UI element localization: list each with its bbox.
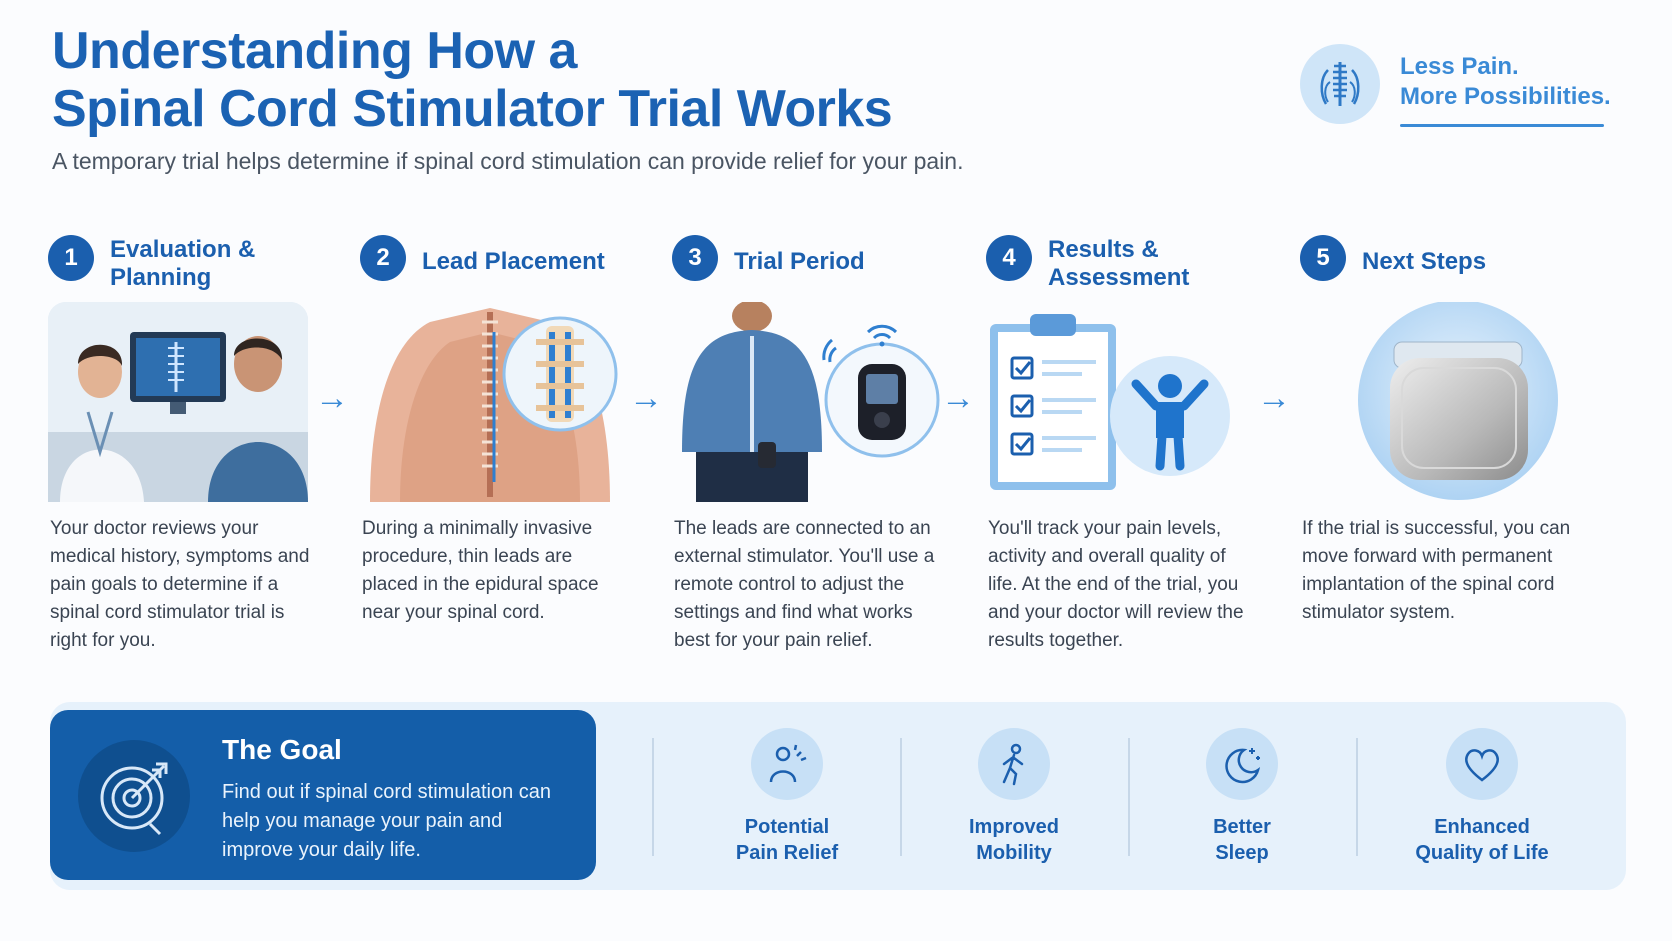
page-title: Understanding How a Spinal Cord Stimulat… xyxy=(52,22,893,138)
benefit-sleep: Better Sleep xyxy=(1132,728,1352,878)
benefit-label: Improved Mobility xyxy=(904,814,1124,866)
benefit-label-line: Sleep xyxy=(1215,842,1269,864)
step-title: Trial Period xyxy=(734,248,865,275)
step-description: Your doctor reviews your medical history… xyxy=(50,518,310,651)
step-evaluation: 1 Evaluation & Planning Yo xyxy=(48,225,318,665)
benefit-label-line: Enhanced xyxy=(1434,816,1530,838)
benefit-label: Better Sleep xyxy=(1132,814,1352,866)
step-header: 5 Next Steps xyxy=(1300,230,1590,290)
arrow-right-icon: → xyxy=(629,379,663,417)
divider xyxy=(1356,738,1358,856)
person-pain-icon xyxy=(751,728,823,800)
step-header: 3 Trial Period xyxy=(672,230,962,290)
step-lead-placement: 2 Lead Placement During a minimally inva… xyxy=(360,225,630,665)
divider xyxy=(1128,738,1130,856)
benefit-label-line: Improved xyxy=(968,816,1060,838)
benefit-mobility: Improved Mobility xyxy=(904,728,1124,878)
benefit-quality-of-life: Enhanced Quality of Life xyxy=(1372,728,1592,878)
benefit-label-line: Quality of Life xyxy=(1415,842,1549,864)
benefit-label: Enhanced Quality of Life xyxy=(1372,814,1592,866)
benefit-label-line: Pain Relief xyxy=(735,842,839,864)
step-next-steps: 5 Next Steps xyxy=(1300,225,1570,665)
benefit-label-line: Potential xyxy=(744,816,830,838)
external-stimulator-illustration xyxy=(672,300,940,502)
heart-icon xyxy=(1446,728,1518,800)
goal-title: The Goal xyxy=(222,734,342,765)
divider xyxy=(900,738,902,856)
walking-icon xyxy=(978,728,1050,800)
brand-tagline: Less Pain. More Possibilities. xyxy=(1300,40,1620,140)
doctor-consultation-illustration xyxy=(48,302,308,502)
step-number-badge: 5 xyxy=(1300,235,1346,281)
title-line-1: Understanding How a xyxy=(52,22,577,80)
step-header: 1 Evaluation & Planning xyxy=(48,230,338,291)
divider xyxy=(652,738,654,856)
step-header: 4 Results & Assessment xyxy=(986,230,1276,291)
step-description: During a minimally invasive procedure, t… xyxy=(362,518,599,623)
step-trial-period: 3 Trial Period The leads are connected t… xyxy=(672,225,942,665)
brand-line-2: More Possibilities. xyxy=(1400,83,1611,110)
spine-lead-illustration xyxy=(360,302,620,502)
brand-text: Less Pain. More Possibilities. xyxy=(1400,52,1611,112)
arrow-right-icon: → xyxy=(1257,379,1291,417)
implant-device-illustration xyxy=(1300,300,1560,502)
step-number-badge: 3 xyxy=(672,235,718,281)
benefit-label: Potential Pain Relief xyxy=(677,814,897,866)
step-results-assessment: 4 Results & Assessment You xyxy=(986,225,1256,665)
arrow-right-icon: → xyxy=(315,379,349,417)
goal-card: The Goal Find out if spinal cord stimula… xyxy=(50,710,596,880)
benefit-label-line: Mobility xyxy=(976,842,1052,864)
step-description: You'll track your pain levels, activity … xyxy=(988,518,1244,651)
step-title: Evaluation & Planning xyxy=(110,236,256,291)
checklist-illustration xyxy=(986,302,1246,502)
arrow-right-icon: → xyxy=(941,379,975,417)
steps-row: 1 Evaluation & Planning Yo xyxy=(48,225,1628,665)
goal-text: Find out if spinal cord stimulation can … xyxy=(222,781,552,861)
step-description: If the trial is successful, you can move… xyxy=(1302,518,1571,623)
benefit-label-line: Better xyxy=(1213,816,1271,838)
step-number-badge: 1 xyxy=(48,235,94,281)
moon-icon xyxy=(1206,728,1278,800)
spine-icon xyxy=(1300,44,1380,124)
step-number-badge: 4 xyxy=(986,235,1032,281)
target-icon xyxy=(78,740,190,852)
step-header: 2 Lead Placement xyxy=(360,230,650,290)
title-line-2: Spinal Cord Stimulator Trial Works xyxy=(52,80,893,138)
brand-underline xyxy=(1400,124,1604,127)
step-title: Lead Placement xyxy=(422,248,605,275)
step-title: Results & Assessment xyxy=(1048,236,1190,291)
step-number-badge: 2 xyxy=(360,235,406,281)
step-description: The leads are connected to an external s… xyxy=(674,518,935,651)
step-title: Next Steps xyxy=(1362,248,1487,275)
benefit-pain-relief: Potential Pain Relief xyxy=(677,728,897,878)
page-subtitle: A temporary trial helps determine if spi… xyxy=(52,148,964,174)
brand-line-1: Less Pain. xyxy=(1400,53,1519,80)
